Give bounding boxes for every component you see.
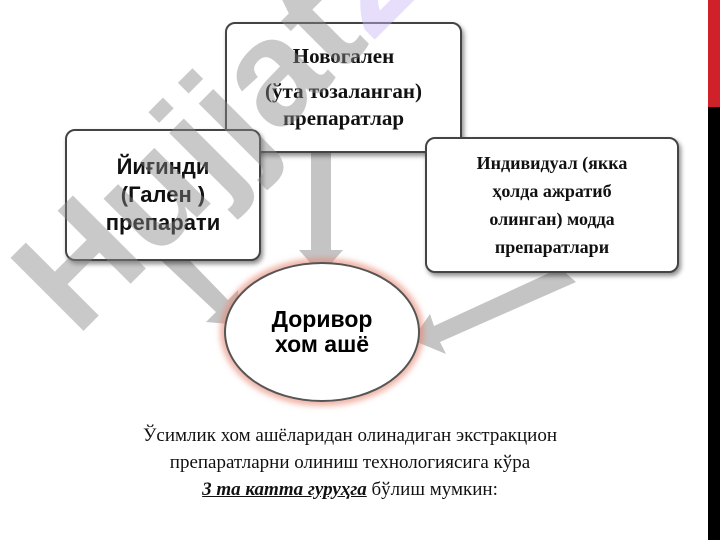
top-box-line: Новогален: [292, 44, 395, 68]
top-box-line: препаратлар: [282, 106, 405, 130]
circle-line: Доривор: [271, 306, 373, 332]
right-box-line: олинган) модда: [489, 209, 615, 229]
galen-box: Йиғинди (Гален ) препарати: [65, 129, 261, 261]
caption-line3: 3 та катта гуруҳга бўлиш мумкин:: [40, 476, 660, 503]
raw-material-circle: Доривор хом ашё: [224, 262, 420, 402]
caption-line2: препаратларни олиниш технологиясига кўра: [169, 452, 531, 473]
caption: Ўсимлик хом ашёларидан олинадиган экстра…: [40, 422, 660, 503]
left-box-line: Йиғинди: [116, 154, 210, 179]
accent-bar-red: [708, 0, 720, 107]
top-box-line: (ўта тозаланган): [265, 79, 422, 103]
right-box-line: Индивидуал (якка: [476, 153, 628, 173]
circle-line: хом ашё: [274, 331, 370, 357]
accent-bar-black: [708, 107, 720, 540]
caption-line1: Ўсимлик хом ашёларидан олинадиган экстра…: [142, 425, 558, 446]
left-box-line: препарати: [105, 210, 221, 235]
arrow-top: [299, 148, 343, 275]
individual-box: Индивидуал (якка ҳолда ажратиб олинган) …: [425, 137, 679, 273]
arrow-right: [412, 268, 576, 354]
novogalen-box: Новогален (ўта тозаланган) препаратлар: [225, 22, 462, 153]
left-box-line: (Гален ): [120, 182, 206, 207]
right-box-line: ҳолда ажратиб: [492, 181, 612, 201]
caption-emphasis: 3 та катта гуруҳга: [202, 479, 367, 500]
right-box-line: препаратлари: [494, 237, 610, 257]
caption-line3-rest: бўлиш мумкин:: [366, 479, 498, 500]
